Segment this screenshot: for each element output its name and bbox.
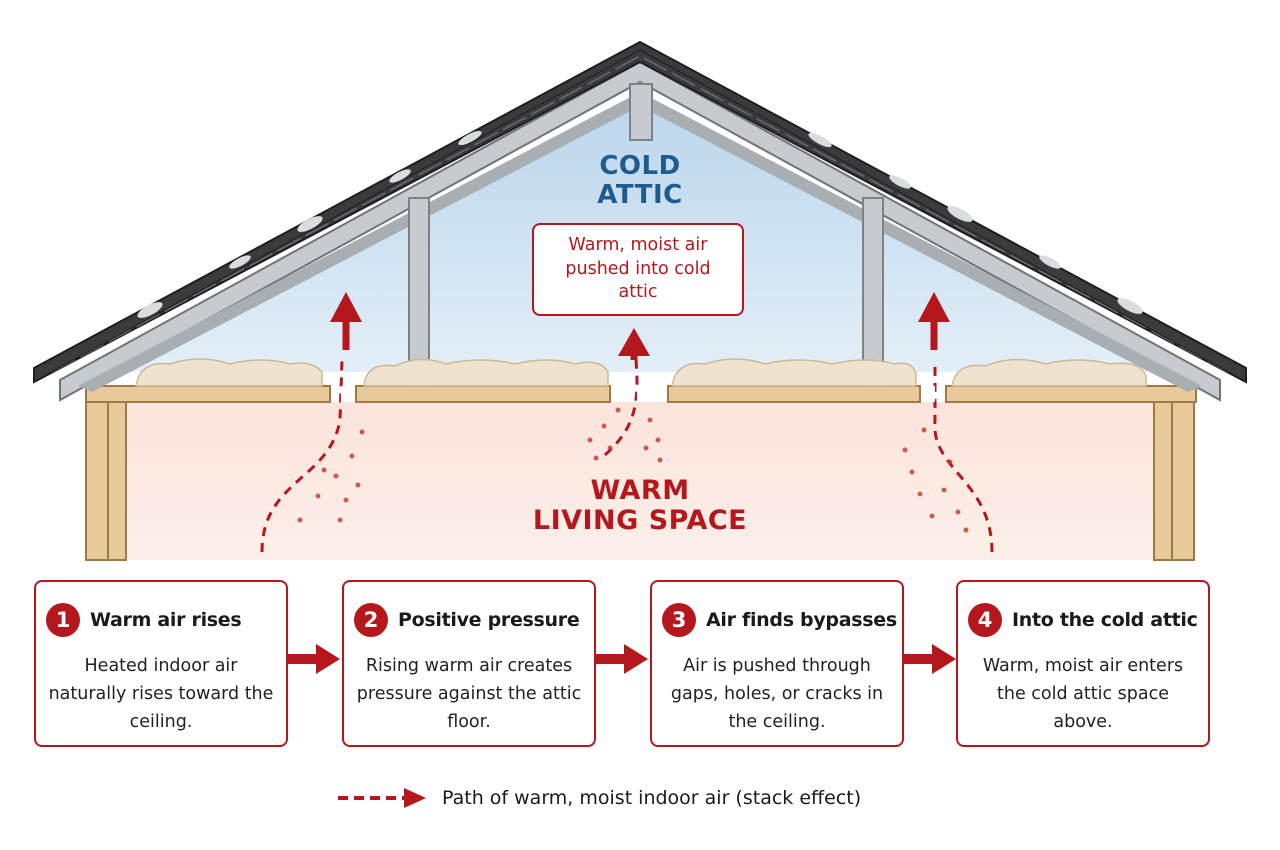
step-card-3: 3 Air finds bypasses Air is pushed throu… xyxy=(650,580,904,747)
roof-snow xyxy=(137,130,1143,318)
attic-label-text: COLD ATTIC xyxy=(597,151,683,210)
step-card-2: 2 Positive pressure Rising warm air crea… xyxy=(342,580,596,747)
step-title: Air finds bypasses xyxy=(706,609,897,631)
step-header: 1 Warm air rises xyxy=(46,602,280,638)
step-description: Warm, moist air enters the cold attic sp… xyxy=(982,656,1184,732)
step-title: Into the cold attic xyxy=(1012,609,1198,631)
right-arrow-icon xyxy=(596,644,648,674)
attic-studs xyxy=(408,83,884,387)
step-number-badge: 3 xyxy=(662,603,696,637)
step-card-1: 1 Warm air rises Heated indoor air natur… xyxy=(34,580,288,747)
attic-label: COLD ATTIC xyxy=(540,152,740,209)
insulation xyxy=(135,358,1147,387)
step-description: Heated indoor air naturally rises toward… xyxy=(48,656,274,732)
air-path-left xyxy=(260,359,344,553)
ceiling-bypass-gaps xyxy=(341,386,935,402)
step-number-badge: 1 xyxy=(46,603,80,637)
living-label-text: WARM LIVING SPACE xyxy=(532,475,748,536)
step-title: Warm air rises xyxy=(90,609,242,631)
step-number-badge: 2 xyxy=(354,603,388,637)
air-path-right xyxy=(933,360,994,553)
rise-arrows xyxy=(330,292,950,360)
roof-shingles xyxy=(33,40,1247,384)
air-dots xyxy=(297,407,969,533)
step-number-badge: 4 xyxy=(968,603,1002,637)
living-space xyxy=(108,402,1172,560)
dashed-arrow-icon xyxy=(338,788,426,808)
legend-text: Path of warm, moist indoor air (stack ef… xyxy=(442,787,862,809)
step-header: 3 Air finds bypasses xyxy=(662,602,897,638)
right-arrow-icon xyxy=(904,644,956,674)
step-description: Air is pushed through gaps, holes, or cr… xyxy=(670,656,884,732)
living-space-label: WARM LIVING SPACE xyxy=(470,476,810,535)
step-description: Rising warm air creates pressure against… xyxy=(356,656,582,732)
step-header: 2 Positive pressure xyxy=(354,602,588,638)
step-header: 4 Into the cold attic xyxy=(968,602,1202,638)
attic-callout: Warm, moist air pushed into cold attic xyxy=(532,223,744,316)
step-title: Positive pressure xyxy=(398,609,580,631)
attic-callout-text: Warm, moist air pushed into cold attic xyxy=(565,235,711,303)
step-card-4: 4 Into the cold attic Warm, moist air en… xyxy=(956,580,1210,747)
right-arrow-icon xyxy=(288,644,340,674)
legend: Path of warm, moist indoor air (stack ef… xyxy=(336,782,861,814)
